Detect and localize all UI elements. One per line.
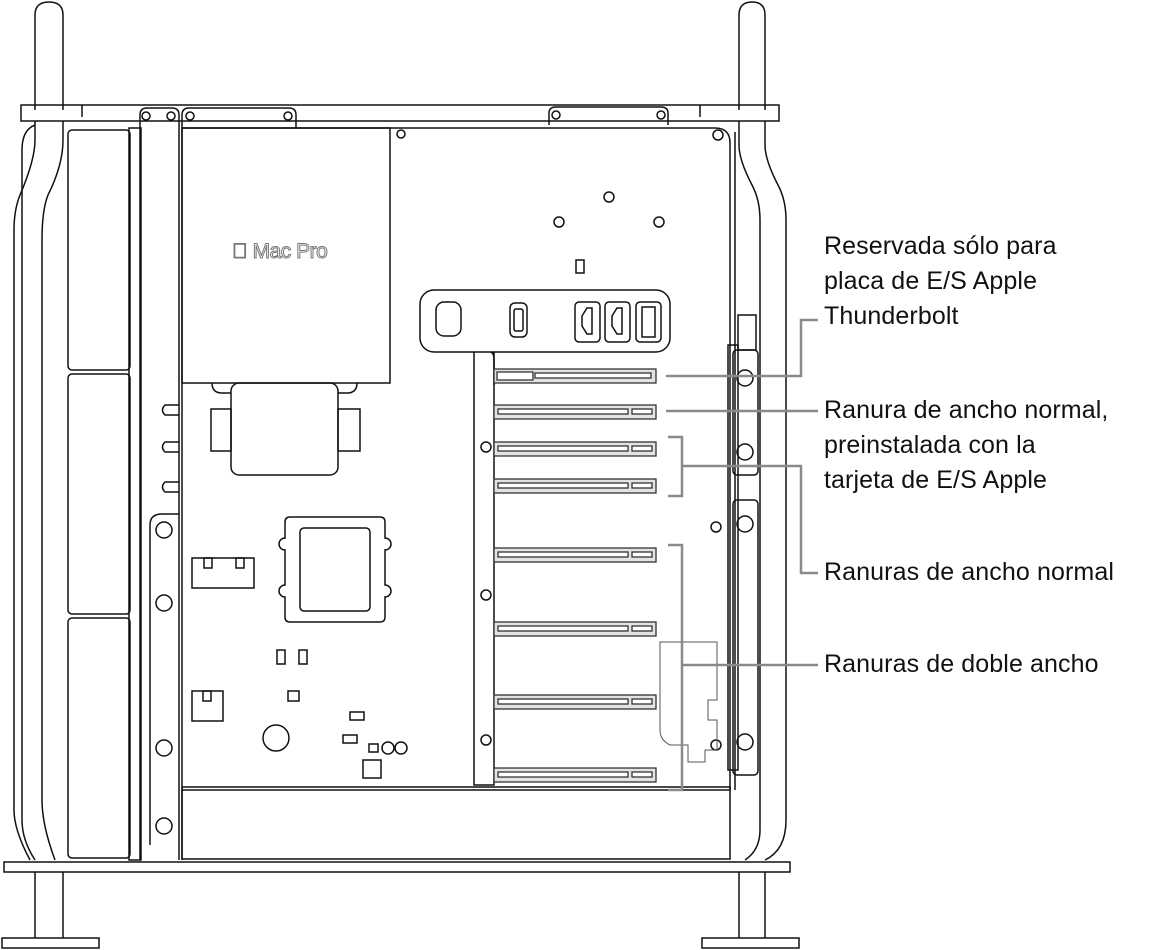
- callout-line: tarjeta de E/S Apple: [824, 466, 1047, 494]
- callout-line: Ranuras de ancho normal: [824, 558, 1114, 586]
- top-frame-bar: [20, 104, 780, 122]
- logic-board: [182, 127, 731, 791]
- apple-logo-icon: : [231, 240, 248, 264]
- callout-line: Thunderbolt: [824, 302, 959, 330]
- left-handle-top: [34, 1, 64, 110]
- callout-line: placa de E/S Apple: [824, 267, 1038, 295]
- callout-line: Reservada sólo para: [824, 232, 1057, 260]
- pcie-slots: [493, 368, 657, 783]
- leader-double-slots: [668, 543, 818, 792]
- bottom-enclosure: [181, 786, 731, 860]
- leader-normal-slots: [668, 435, 818, 575]
- right-handle-top: [738, 1, 766, 110]
- brand-text: Mac Pro: [232, 240, 328, 264]
- callout-leaders: [666, 318, 818, 792]
- callout-line: Ranura de ancho normal,: [824, 396, 1109, 424]
- callout-line: Ranuras de doble ancho: [824, 650, 1099, 678]
- mac-pro-logo:  Mac Pro: [231, 240, 328, 264]
- callout-line: preinstalada con la: [824, 431, 1036, 459]
- callout-io-board-slot: Reservada sólo para placa de E/S Apple T…: [824, 229, 1057, 334]
- io-panel: [419, 289, 671, 353]
- leader-io-board: [666, 318, 818, 378]
- callout-single-width-slots: Ranuras de ancho normal: [824, 555, 1114, 590]
- callout-double-width-slots: Ranuras de doble ancho: [824, 647, 1099, 682]
- callout-io-card-slot: Ranura de ancho normal, preinstalada con…: [824, 393, 1108, 498]
- bottom-frame-bar: [3, 861, 791, 873]
